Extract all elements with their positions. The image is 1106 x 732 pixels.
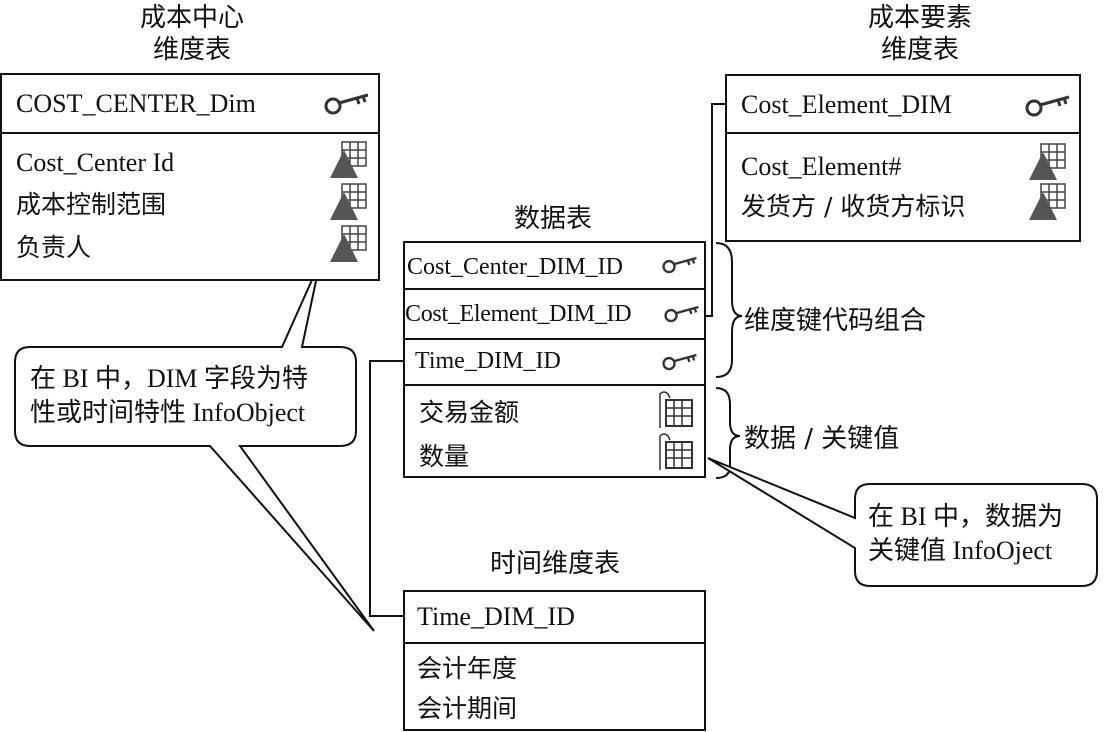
cost-element-connector: [704, 103, 726, 317]
fact-dim-row: Cost_Element_DIM_ID: [405, 290, 704, 340]
cost-element-field: Cost_Element#: [741, 152, 902, 181]
cost-element-table: Cost_Element_DIM Cost_Element# 发货方 / 收货方…: [725, 74, 1081, 242]
cost-element-caption-line2: 维度表: [880, 35, 959, 65]
cost-center-table: COST_CENTER_Dim Cost_Center Id 成本控制范围 负责…: [0, 73, 380, 281]
cost-element-header: Cost_Element_DIM: [727, 76, 1079, 134]
cost-center-caption: 成本中心 维度表: [92, 2, 292, 66]
time-fields: 会计年度 会计期间: [405, 644, 704, 729]
characteristic-icon: [330, 141, 367, 178]
fact-dim-id: Cost_Center_DIM_ID: [407, 254, 623, 280]
cost-element-fields: Cost_Element# 发货方 / 收货方标识: [727, 134, 1079, 240]
dim-key-brace: [715, 242, 743, 378]
key-icon: [662, 256, 697, 274]
dim-key-combo-label: 维度键代码组合: [744, 306, 927, 336]
fact-keyfigures: 交易金额 数量: [405, 386, 704, 476]
time-header: Time_DIM_ID: [405, 592, 704, 644]
cost-center-field: 成本控制范围: [16, 190, 167, 219]
fact-dim-id: Time_DIM_ID: [415, 348, 561, 374]
fact-caption: 数据表: [513, 204, 592, 234]
dim-callout-line1: 在 BI 中，DIM 字段为特: [30, 364, 309, 393]
fact-dim-id: Cost_Element_DIM_ID: [405, 301, 632, 327]
data-callout: 在 BI 中，数据为 关键值 InfoOject: [868, 500, 1063, 568]
key-icon: [1025, 95, 1070, 117]
key-icon: [662, 353, 697, 371]
cost-element-title: Cost_Element_DIM: [741, 90, 952, 119]
key-icon: [664, 305, 699, 323]
fact-dim-row: Cost_Center_DIM_ID: [405, 243, 704, 290]
fact-dim-row: Time_DIM_ID: [405, 340, 704, 386]
time-connector: [369, 360, 404, 617]
data-callout-line1: 在 BI 中，数据为: [868, 502, 1064, 531]
time-field: 会计期间: [417, 694, 518, 723]
cost-center-header: COST_CENTER_Dim: [2, 75, 378, 134]
data-callout-bubble: [707, 457, 1098, 587]
keyfigure-icon: [659, 391, 693, 428]
time-field: 会计年度: [417, 654, 518, 683]
time-caption: 时间维度表: [489, 549, 620, 579]
time-table: Time_DIM_ID 会计年度 会计期间: [403, 590, 706, 731]
key-icon: [324, 93, 369, 115]
cost-center-fields: Cost_Center Id 成本控制范围 负责人: [2, 134, 378, 279]
dim-callout: 在 BI 中，DIM 字段为特 性或时间特性 InfoObject: [30, 362, 308, 430]
characteristic-icon: [330, 225, 367, 262]
cost-center-field: Cost_Center Id: [16, 148, 175, 177]
fact-keyfigure: 交易金额: [419, 398, 520, 427]
cost-element-caption-line1: 成本要素: [867, 3, 972, 33]
cost-element-field: 发货方 / 收货方标识: [741, 192, 966, 221]
data-keyvalue-label: 数据 / 关键值: [744, 424, 900, 454]
time-title: Time_DIM_ID: [417, 602, 575, 631]
cost-center-caption-line2: 维度表: [152, 35, 231, 65]
cost-center-title: COST_CENTER_Dim: [16, 89, 256, 118]
dim-callout-bubble: [14, 261, 375, 632]
cost-center-caption-line1: 成本中心: [139, 3, 244, 33]
fact-table: Cost_Center_DIM_ID Cost_Element_DIM_ID T…: [403, 241, 706, 478]
keyfigure-icon: [659, 433, 693, 470]
cost-center-field: 负责人: [16, 233, 92, 262]
characteristic-icon: [1029, 183, 1066, 220]
characteristic-icon: [1029, 143, 1066, 180]
data-callout-line2: 关键值 InfoOject: [868, 536, 1053, 565]
fact-keyfigure: 数量: [419, 442, 470, 471]
dim-callout-line2: 性或时间特性 InfoObject: [30, 398, 306, 427]
characteristic-icon: [330, 183, 367, 220]
cost-element-caption: 成本要素 维度表: [820, 2, 1020, 66]
